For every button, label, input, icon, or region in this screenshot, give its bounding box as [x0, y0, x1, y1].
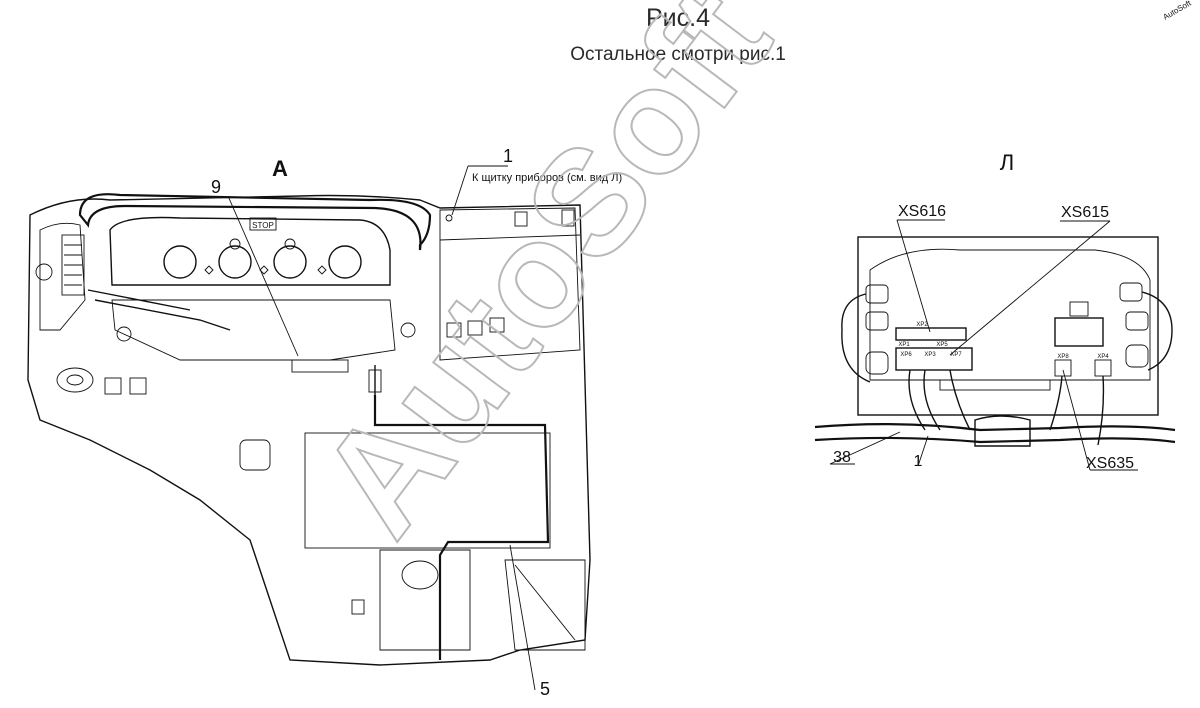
main-harness-bottom — [814, 436, 1176, 444]
right-switch-2 — [561, 209, 575, 227]
view-l-drawing — [814, 219, 1176, 471]
right-lug-3 — [1125, 344, 1149, 368]
socket-xp5: XP5 — [936, 342, 948, 348]
socket-xp3: XP3 — [924, 352, 936, 358]
floor-panel — [304, 432, 551, 549]
leader-1-l — [917, 435, 929, 467]
lower-left-dial — [56, 367, 94, 393]
right-switch-1 — [514, 211, 528, 227]
label-xs635: XS635 — [1086, 455, 1134, 472]
view-a-drawing: STOP — [27, 165, 591, 691]
left-vent — [61, 234, 85, 296]
stop-lamp — [249, 217, 277, 231]
cluster-frame — [857, 236, 1159, 416]
fuel-gauge — [163, 245, 197, 279]
pedal-left — [239, 439, 271, 471]
view-l-label: Л — [1000, 150, 1014, 175]
label-xs615: XS615 — [1061, 204, 1109, 221]
figure-title: Рис.4 — [646, 4, 710, 32]
cabin-contour — [27, 194, 591, 666]
socket-xp6: XP6 — [900, 352, 912, 358]
callout-1-l: 1 — [914, 453, 923, 470]
socket-xp4: XP4 — [1097, 354, 1109, 360]
rocker-2 — [467, 320, 483, 336]
switch-a — [104, 377, 122, 395]
connector-9-box — [291, 359, 349, 373]
left-cable — [841, 293, 871, 383]
right-console — [439, 207, 581, 361]
stop-lamp-label: STOP — [252, 221, 274, 230]
gauge-1-marker — [229, 238, 241, 250]
dash-lower — [111, 299, 396, 361]
rocker-1 — [446, 322, 462, 338]
indicator-diamond — [204, 265, 214, 275]
leader-9 — [227, 195, 299, 357]
label-xs616: XS616 — [898, 203, 946, 220]
floor-switch — [351, 599, 365, 615]
seat-base — [504, 559, 586, 651]
harness-5 — [373, 395, 550, 660]
connector-xp4 — [1094, 359, 1112, 377]
light-switch-icon — [116, 326, 132, 342]
watermark-small: AutoSoft — [1162, 0, 1194, 22]
leader-38 — [829, 431, 901, 465]
callout-note: К щитку приборов (см. вид Л) — [472, 172, 622, 184]
instrument-panel-housing — [109, 216, 391, 286]
steering-spoke — [94, 299, 231, 331]
socket-xp8: XP8 — [1057, 354, 1069, 360]
leader-5 — [509, 544, 536, 691]
left-lug-2 — [865, 311, 889, 331]
pedal-box — [379, 549, 471, 651]
left-lug-1 — [865, 284, 889, 304]
connector-row — [895, 347, 973, 371]
watermark: AutoSoft — [286, 0, 801, 564]
pedal-round — [401, 560, 439, 590]
harness-plug — [368, 369, 382, 393]
cluster-housing — [869, 248, 1151, 381]
connector-xs635-block — [1054, 317, 1104, 347]
callout-1-a: 1 — [503, 146, 513, 166]
side-knob — [35, 263, 53, 281]
connector-xp8 — [1054, 359, 1072, 377]
leader-xs635 — [1062, 369, 1091, 471]
connector-xp2 — [895, 327, 967, 341]
right-cable — [1141, 291, 1173, 371]
rocker-3 — [489, 317, 505, 333]
gauge-2-marker — [284, 238, 296, 250]
right-lug-2 — [1125, 311, 1149, 331]
socket-xp2: XP2 — [916, 322, 928, 328]
temp-gauge — [328, 245, 362, 279]
lamp-icon — [400, 322, 416, 338]
left-panel — [39, 222, 86, 331]
callout-9: 9 — [211, 177, 221, 197]
figure-subtitle: Остальное смотри рис.1 — [570, 44, 786, 65]
leader-xs615 — [949, 220, 1111, 356]
leader-1-a — [451, 165, 469, 216]
leader-xs616 — [896, 219, 931, 333]
gauge-2 — [273, 245, 307, 279]
socket-xp1: XP1 — [898, 342, 910, 348]
callout-38: 38 — [833, 449, 851, 466]
right-lug-1 — [1119, 282, 1143, 302]
socket-xp7: XP7 — [950, 352, 962, 358]
steering-wheel-rim — [78, 193, 432, 251]
gauge-1 — [218, 245, 252, 279]
harness-clamp — [974, 415, 1031, 447]
left-lug-3 — [865, 351, 889, 375]
main-harness-top — [814, 423, 1176, 432]
view-a-label: А — [272, 156, 288, 181]
switch-b — [129, 377, 147, 395]
callout-5: 5 — [540, 679, 550, 699]
